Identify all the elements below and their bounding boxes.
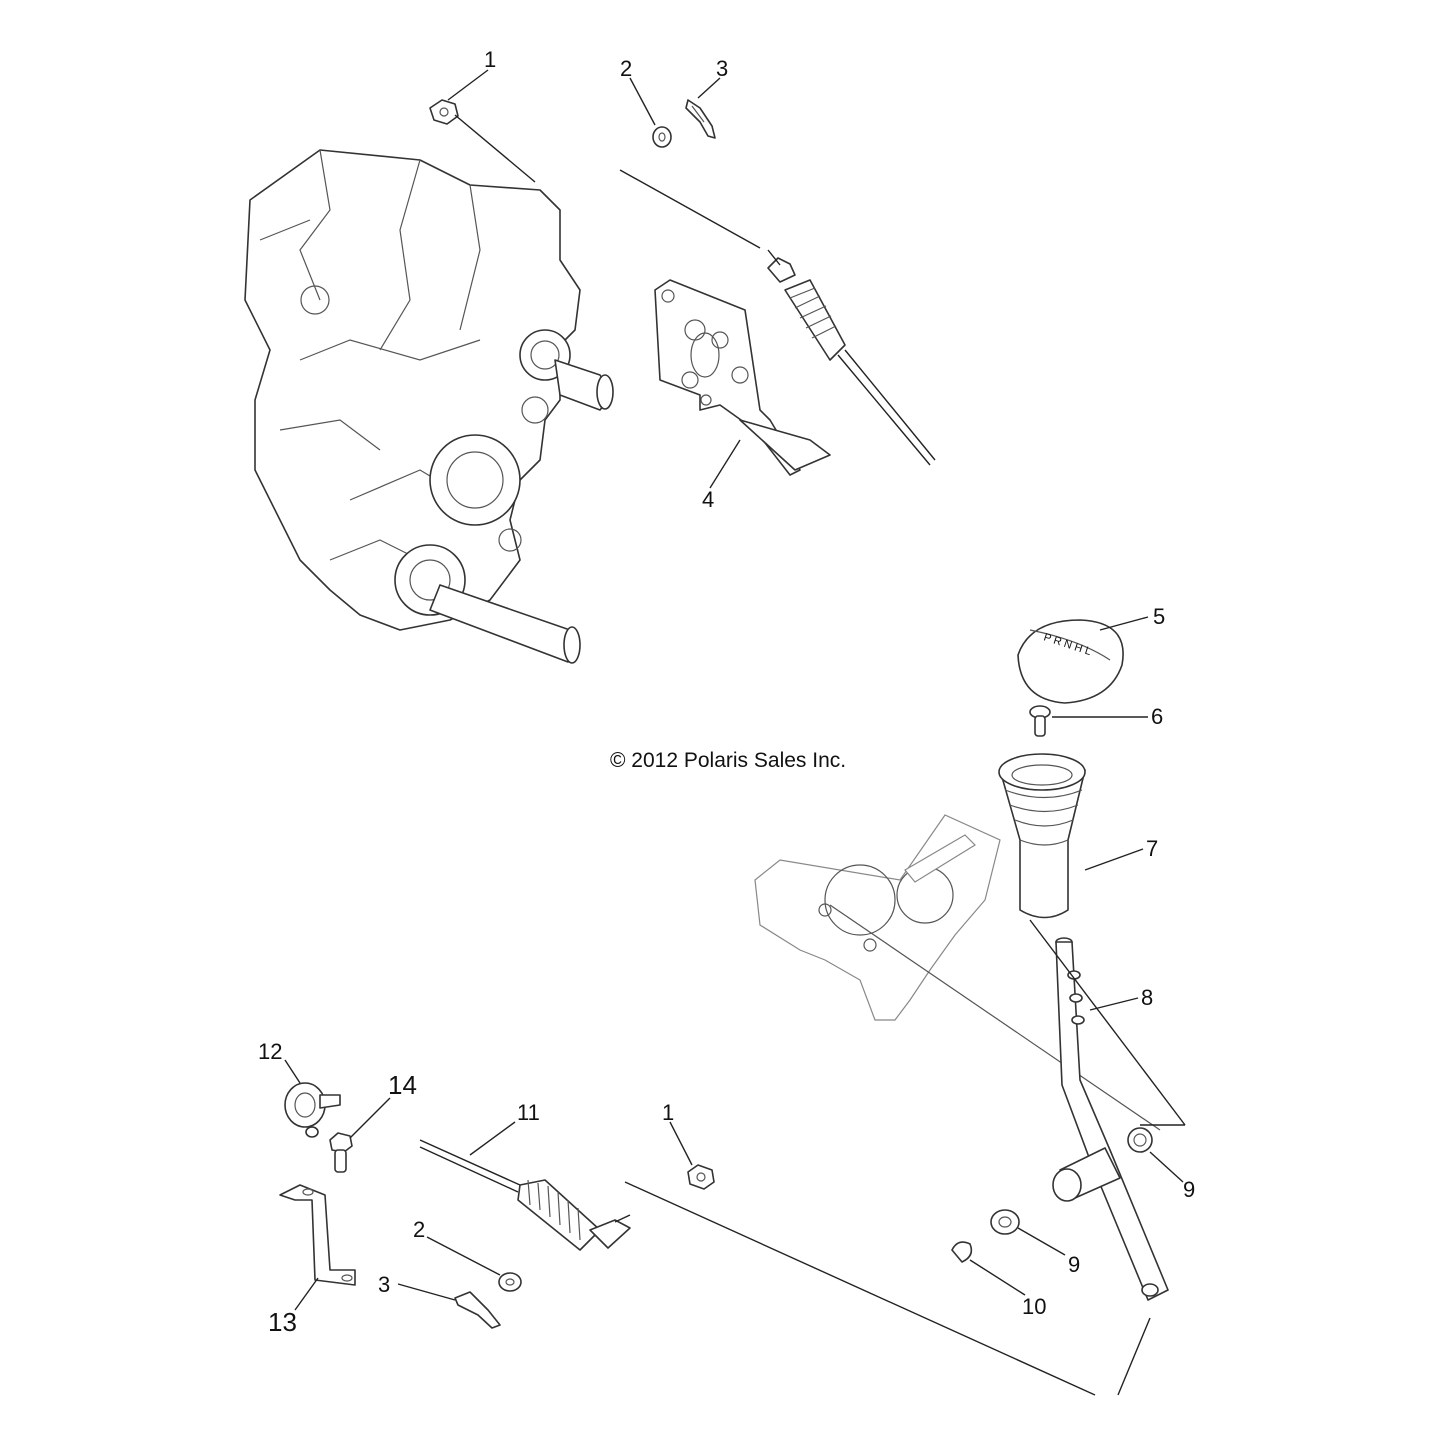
callout-10: 10 [1022,1294,1046,1319]
washer-2-lower [498,1272,522,1292]
callout-2-top: 2 [620,56,632,81]
transmission-assembly [244,149,581,631]
screw-6 [1029,705,1051,737]
callout-11: 11 [517,1100,540,1125]
callout-1-top: 1 [484,47,496,72]
output-shaft-upper [554,359,614,411]
callout-6: 6 [1151,704,1163,729]
shift-boot-7 [998,753,1086,919]
callout-9-left: 9 [1068,1252,1080,1277]
callout-12: 12 [258,1039,282,1064]
callout-7: 7 [1146,836,1158,861]
cotter-pin-3-lower [454,1291,501,1329]
bolt-14 [329,1132,353,1173]
shift-cable-upper-end [767,249,936,466]
callout-8: 8 [1141,985,1153,1010]
callout-3-lower: 3 [378,1272,390,1297]
copyright-notice: © 2012 Polaris Sales Inc. [610,749,846,772]
leader-line-upper-cable [619,169,761,249]
shift-lever-8 [1052,937,1169,1301]
leader-line-1-to-transmission [454,114,536,183]
bracket-13 [279,1184,356,1286]
callout-9-right: 9 [1183,1177,1195,1202]
e-clip-10 [951,1241,973,1263]
mounting-bracket-reference [754,814,1161,1131]
bushing-9-left [990,1209,1020,1235]
shift-cable-11 [419,1139,631,1251]
callout-4: 4 [702,487,714,512]
hex-nut-1-top [429,99,459,125]
callout-2-lower: 2 [413,1217,425,1242]
clamp-12 [284,1082,341,1138]
callout-3-top: 3 [716,56,728,81]
bushing-9-right [1127,1127,1153,1153]
callout-5: 5 [1153,604,1165,629]
callout-13: 13 [268,1307,297,1337]
leader-lines [284,69,1186,1396]
callout-1-lower: 1 [662,1100,674,1125]
bracket-4 [654,279,831,476]
output-shaft-lower [429,584,581,664]
shift-knob-5: P R N H L [1017,619,1124,704]
callout-14: 14 [388,1070,417,1100]
washer-2-top [652,126,672,148]
cotter-pin-3-top [685,99,716,139]
hex-nut-1-lower [687,1164,715,1190]
